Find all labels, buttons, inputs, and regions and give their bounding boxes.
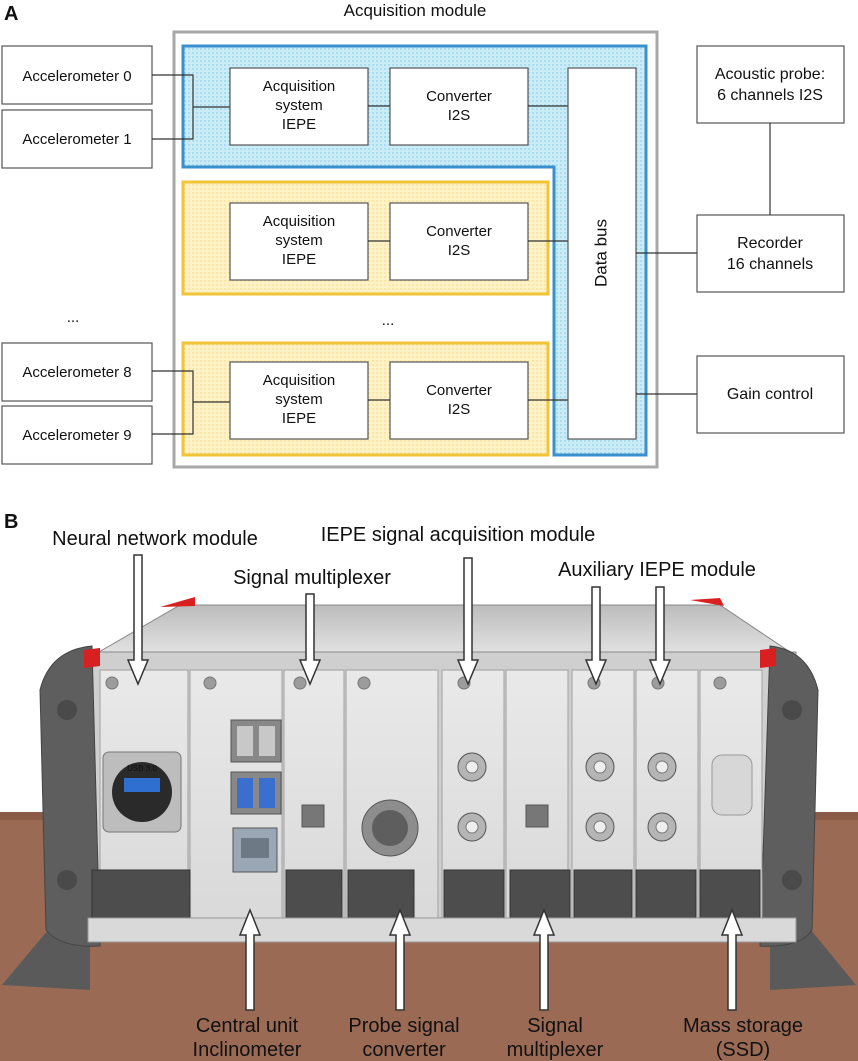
svg-text:Converter: Converter: [426, 223, 492, 240]
svg-text:IEPE: IEPE: [282, 251, 316, 268]
accelerometer-1-label: Accelerometer 1: [22, 131, 131, 148]
accelerometer-1-box: [1, 109, 153, 169]
acquisition-box-0: Acquisition system IEPE: [229, 67, 369, 146]
multiplexer-label: multiplexer: [507, 1039, 604, 1061]
gain-control-label: Gain control: [727, 386, 813, 403]
acoustic-probe-line1: Acoustic probe:: [715, 66, 825, 83]
acquisition-box-1: Acquisition system IEPE: [229, 202, 369, 281]
converter-box-2: Converter I2S: [389, 361, 529, 440]
data-bus-label: Data bus: [591, 219, 610, 287]
svg-text:Converter: Converter: [426, 88, 492, 105]
svg-text:I2S: I2S: [448, 401, 471, 418]
right-links: [636, 123, 771, 395]
signal-multiplexer-top-label: Signal multiplexer: [233, 567, 391, 589]
recorder-line2: 16 channels: [727, 256, 813, 273]
chassis-top: [90, 604, 792, 657]
acquisition-module-title: Acquisition module: [344, 1, 487, 20]
acoustic-probe-line2: 6 channels I2S: [717, 87, 823, 104]
optical-port-2: [525, 804, 549, 828]
bottom-arrows: [238, 907, 744, 1011]
svg-text:Acquisition: Acquisition: [263, 78, 336, 95]
svg-text:system: system: [275, 391, 323, 408]
svg-text:Acquisition: Acquisition: [263, 213, 336, 230]
recorder-line1: Recorder: [737, 235, 803, 252]
accelerometer-ellipsis: ...: [67, 309, 80, 326]
acoustic-probe-box: [696, 45, 845, 124]
iepe-acquisition-module-label: IEPE signal acquisition module: [321, 524, 596, 546]
blue-channel-group: [181, 44, 648, 457]
top-arrows: [126, 554, 672, 686]
accelerometer-9-box: [1, 405, 153, 465]
accelerometer-0-label: Accelerometer 0: [22, 68, 131, 85]
panel-a-letter: A: [4, 3, 18, 25]
converter-label: converter: [362, 1039, 446, 1061]
acquisition-box-2: Acquisition system IEPE: [229, 361, 369, 440]
svg-text:system: system: [275, 232, 323, 249]
converter-box-1: Converter I2S: [389, 202, 529, 281]
recorder-box: [696, 214, 845, 293]
ssd-label: (SSD): [716, 1039, 770, 1061]
data-bus-box: [567, 67, 637, 440]
usb-badge: USB 3.0: [127, 764, 157, 773]
converter-box-0: Converter I2S: [389, 67, 529, 146]
accelerometer-8-label: Accelerometer 8: [22, 364, 131, 381]
svg-text:system: system: [275, 97, 323, 114]
svg-text:I2S: I2S: [448, 107, 471, 124]
accelerometer-connectors: [152, 74, 230, 435]
probe-signal-label: Probe signal: [348, 1015, 459, 1037]
left-handle: [39, 645, 101, 947]
bottom-blocks: [91, 869, 761, 921]
central-unit-ports: [230, 719, 282, 873]
panel-b-letter: B: [4, 511, 18, 533]
right-handle: [759, 645, 819, 947]
channel-ellipsis: ...: [382, 312, 395, 329]
svg-text:IEPE: IEPE: [282, 116, 316, 133]
accelerometer-9-label: Accelerometer 9: [22, 427, 131, 444]
neural-network-module-label: Neural network module: [52, 528, 258, 550]
svg-text:Converter: Converter: [426, 382, 492, 399]
panel-b: B: [0, 511, 858, 1061]
gain-control-box: [696, 355, 845, 434]
panel-a: A Acquisition module Accelerometer 0 Acc…: [1, 1, 845, 469]
accelerometer-8-box: [1, 342, 153, 402]
internal-links: [368, 105, 568, 401]
inclinometer-label: Inclinometer: [193, 1039, 302, 1061]
signal-label: Signal: [527, 1015, 583, 1037]
svg-text:Acquisition: Acquisition: [263, 372, 336, 389]
svg-text:I2S: I2S: [448, 242, 471, 259]
optical-port-1: [301, 804, 325, 828]
top-screws: [105, 676, 727, 690]
svg-text:IEPE: IEPE: [282, 410, 316, 427]
central-unit-label: Central unit: [196, 1015, 299, 1037]
mass-storage-label: Mass storage: [683, 1015, 803, 1037]
auxiliary-iepe-module-label: Auxiliary IEPE module: [558, 559, 756, 581]
ssd-slot: [711, 754, 753, 816]
